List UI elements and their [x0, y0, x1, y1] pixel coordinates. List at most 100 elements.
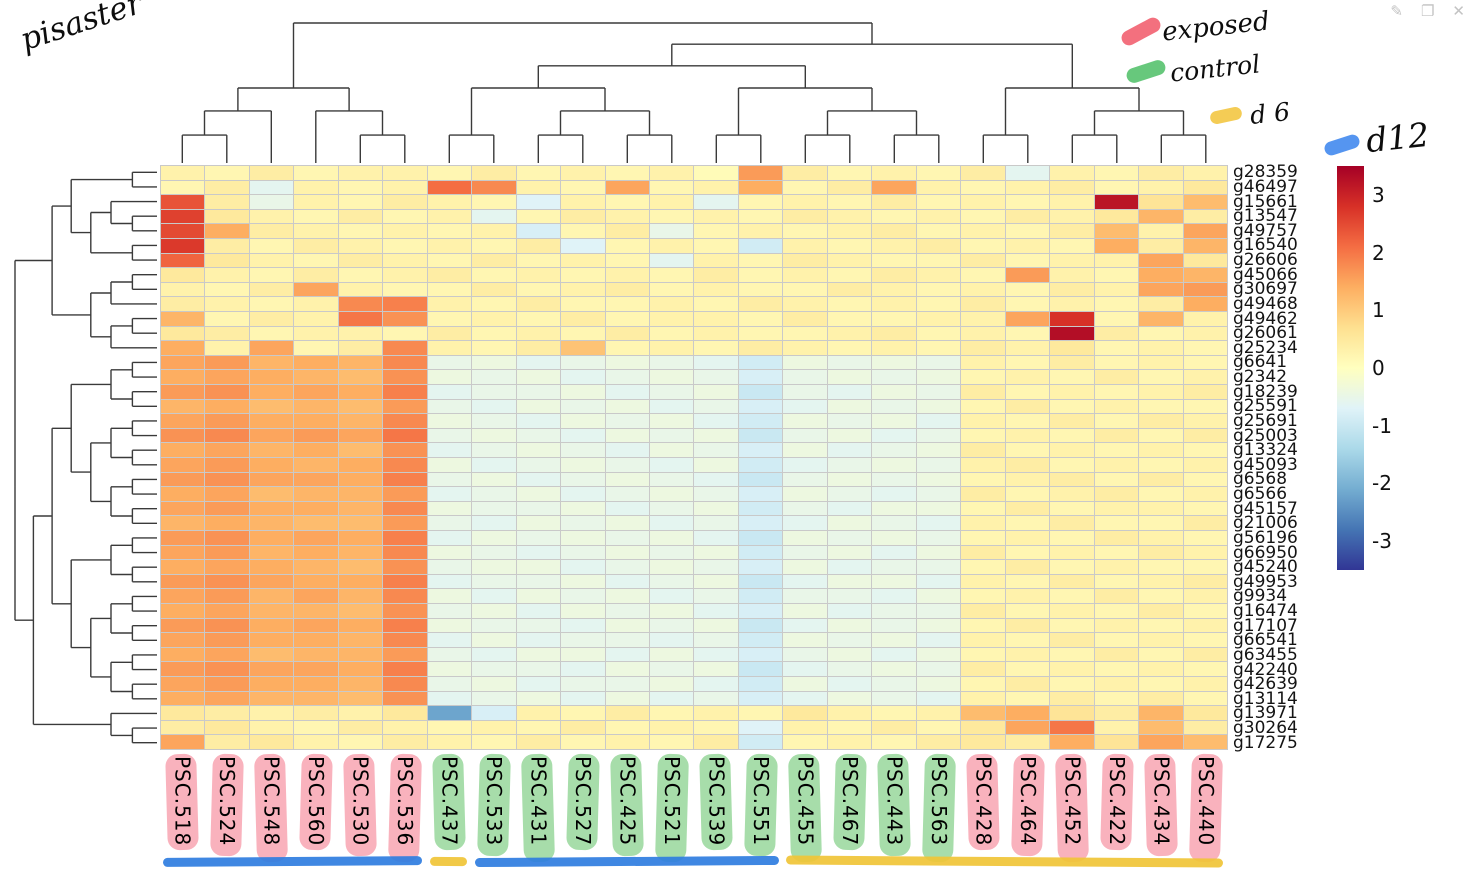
heatmap-cell: [294, 545, 338, 560]
heatmap-cell: [694, 662, 738, 676]
heatmap-cell: [783, 604, 827, 618]
heatmap-cell: [161, 239, 205, 253]
heatmap-cell: [650, 195, 694, 209]
heatmap-cell: [249, 574, 294, 589]
column-label-group: PSC.533: [472, 752, 517, 864]
heatmap-cell: [427, 472, 472, 487]
heatmap-cell: [516, 720, 561, 735]
heatmap-cell: [1050, 166, 1094, 180]
row-label: g49462: [1233, 308, 1298, 329]
heatmap-cell: [783, 414, 827, 428]
heatmap-cell: [961, 195, 1005, 209]
heatmap-cell: [1005, 180, 1050, 195]
heatmap-cell: [1183, 370, 1227, 384]
heatmap-cell: [1139, 647, 1183, 662]
column-label-group: PSC.452: [1050, 752, 1095, 864]
restore-icon[interactable]: ❐: [1420, 2, 1435, 20]
heatmap-cell: [650, 224, 694, 238]
heatmap-cell: [1005, 472, 1050, 487]
heatmap-cell: [650, 312, 694, 326]
heatmap-cell: [516, 633, 561, 647]
heatmap-cell: [738, 458, 783, 472]
heatmap-cell: [383, 385, 427, 399]
heatmap-cell: [205, 428, 249, 443]
heatmap-cell: [694, 312, 738, 326]
heatmap-cell: [827, 180, 872, 195]
heatmap-cell: [738, 589, 783, 603]
heatmap-cell: [383, 195, 427, 209]
heatmap-cell: [605, 312, 650, 326]
annotate-icon[interactable]: ✎: [1390, 2, 1403, 20]
heatmap-cell: [1005, 589, 1050, 603]
heatmap-cell: [694, 428, 738, 443]
heatmap-cell: [827, 662, 872, 676]
heatmap-cell: [383, 253, 427, 268]
heatmap-cell: [383, 443, 427, 457]
heatmap-cell: [827, 370, 872, 384]
heatmap-cell: [872, 735, 916, 749]
heatmap-cell: [961, 297, 1005, 311]
heatmap-cell: [427, 443, 472, 457]
heatmap-cell: [561, 282, 605, 297]
heatmap-cell: [472, 618, 516, 633]
row-label: g45066: [1233, 264, 1298, 285]
heatmap-cell: [1139, 458, 1183, 472]
heatmap-cell: [1094, 633, 1139, 647]
heatmap-cell: [916, 355, 961, 370]
heatmap-cell: [783, 458, 827, 472]
heatmap-cell: [1183, 385, 1227, 399]
heatmap-cell: [561, 589, 605, 603]
heatmap-cell: [161, 414, 205, 428]
heatmap-cell: [383, 209, 427, 224]
heatmap-cell: [205, 268, 249, 282]
heatmap-cell: [961, 531, 1005, 545]
row-label: g66950: [1233, 542, 1298, 563]
heatmap-cell: [650, 428, 694, 443]
row-label: g49757: [1233, 220, 1298, 241]
heatmap-cell: [650, 443, 694, 457]
heatmap-cell: [427, 326, 472, 341]
heatmap-cell: [872, 209, 916, 224]
heatmap-cell: [1183, 677, 1227, 691]
heatmap-cell: [205, 195, 249, 209]
heatmap-cell: [650, 516, 694, 530]
heatmap-cell: [427, 501, 472, 516]
heatmap-cell: [1183, 312, 1227, 326]
heatmap-cell: [605, 355, 650, 370]
heatmap-cell: [872, 355, 916, 370]
heatmap-cell: [561, 618, 605, 633]
heatmap-cell: [916, 472, 961, 487]
heatmap-cell: [872, 574, 916, 589]
heatmap-cell: [1139, 574, 1183, 589]
heatmap-cell: [161, 618, 205, 633]
heatmap-cell: [427, 399, 472, 414]
heatmap-cell: [916, 501, 961, 516]
heatmap-cell: [916, 253, 961, 268]
heatmap-cell: [694, 545, 738, 560]
heatmap-cell: [783, 516, 827, 530]
heatmap-cell: [1094, 385, 1139, 399]
heatmap-cell: [1094, 180, 1139, 195]
heatmap-cell: [161, 677, 205, 691]
heatmap-cell: [605, 268, 650, 282]
heatmap-cell: [916, 180, 961, 195]
heatmap-cell: [1005, 735, 1050, 749]
heatmap-cell: [738, 545, 783, 560]
heatmap-cell: [294, 443, 338, 457]
heatmap-cell: [427, 312, 472, 326]
column-label-group: PSC.425: [605, 752, 650, 864]
heatmap-cell: [1094, 501, 1139, 516]
heatmap-cell: [205, 604, 249, 618]
heatmap-cell: [694, 414, 738, 428]
close-icon[interactable]: ✕: [1452, 2, 1465, 20]
heatmap-cell: [1005, 385, 1050, 399]
heatmap-cell: [1050, 326, 1094, 341]
heatmap-cell: [827, 604, 872, 618]
heatmap-cell: [961, 735, 1005, 749]
heatmap-cell: [694, 574, 738, 589]
heatmap-cell: [738, 282, 783, 297]
heatmap-cell: [605, 706, 650, 720]
heatmap-cell: [205, 501, 249, 516]
heatmap-cell: [738, 341, 783, 355]
heatmap-cell: [249, 239, 294, 253]
